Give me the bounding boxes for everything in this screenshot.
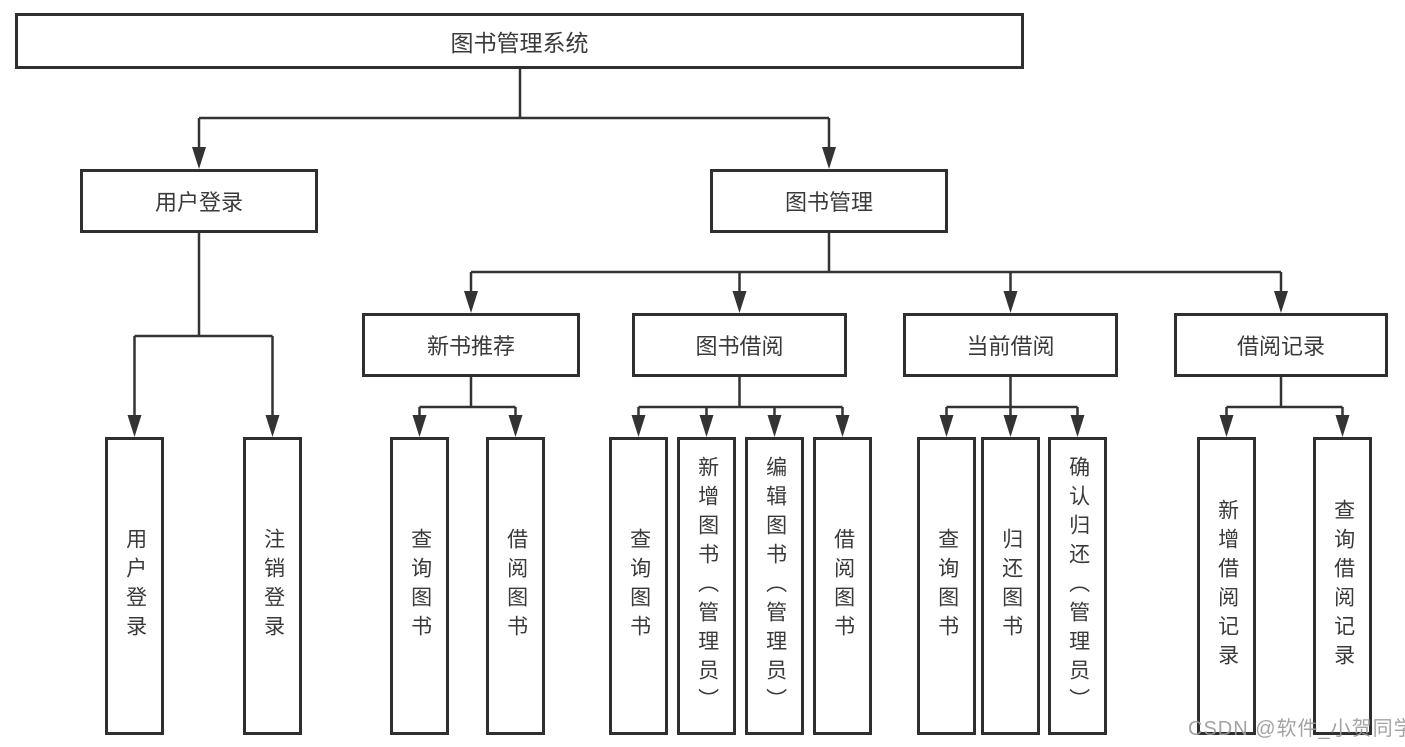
node-borrow-records-label: 借阅记录	[1236, 334, 1325, 359]
connector-user-login-children	[133, 233, 274, 418]
node-leaf-borrow-books-recommend-label: 借阅图书	[504, 528, 528, 644]
watermark: CSDN @软件_小贺同学	[1188, 718, 1405, 740]
node-leaf-query-books-borrowing-label: 查询图书	[627, 528, 651, 644]
node-leaf-edit-book-admin-label: 编辑图书（管理员）	[763, 455, 787, 717]
node-leaf-user-login-label: 用户登录	[123, 528, 147, 644]
node-leaf-query-books-recommend-label: 查询图书	[408, 528, 432, 644]
node-leaf-return-books: 归还图书	[981, 437, 1040, 735]
node-leaf-borrow-books: 借阅图书	[813, 437, 872, 735]
node-current-borrowing: 当前借阅	[903, 313, 1118, 377]
node-leaf-add-borrow-record: 新增借阅记录	[1197, 437, 1256, 735]
node-leaf-query-books-current-label: 查询图书	[935, 528, 959, 644]
node-book-management-label: 图书管理	[784, 190, 873, 215]
node-leaf-query-books-recommend: 查询图书	[390, 437, 449, 735]
node-root-label: 图书管理系统	[450, 30, 589, 56]
node-leaf-query-books-borrowing: 查询图书	[609, 437, 668, 735]
node-leaf-query-books-current: 查询图书	[917, 437, 976, 735]
node-new-book-recommend: 新书推荐	[362, 313, 580, 377]
connector-book-borrowing-children	[637, 377, 844, 418]
node-leaf-confirm-return-admin: 确认归还（管理员）	[1048, 437, 1107, 735]
node-user-login: 用户登录	[80, 169, 318, 233]
connector-borrow-records-children	[1225, 377, 1344, 418]
connector-root-to-level2	[197, 69, 831, 150]
node-leaf-confirm-return-admin-label: 确认归还（管理员）	[1066, 455, 1090, 717]
node-leaf-borrow-books-recommend: 借阅图书	[486, 437, 545, 735]
node-root: 图书管理系统	[15, 13, 1024, 69]
node-leaf-logout: 注销登录	[243, 437, 302, 735]
node-leaf-query-borrow-record: 查询借阅记录	[1313, 437, 1372, 735]
node-borrow-records: 借阅记录	[1174, 313, 1388, 377]
node-leaf-query-borrow-record-label: 查询借阅记录	[1331, 499, 1355, 673]
node-leaf-add-borrow-record-label: 新增借阅记录	[1215, 499, 1239, 673]
connector-current-borrowing-children	[945, 377, 1079, 418]
node-book-management: 图书管理	[710, 169, 948, 233]
node-leaf-logout-label: 注销登录	[261, 528, 285, 644]
node-leaf-user-login: 用户登录	[105, 437, 164, 735]
node-leaf-borrow-books-label: 借阅图书	[831, 528, 855, 644]
node-new-book-recommend-label: 新书推荐	[426, 334, 515, 359]
node-current-borrowing-label: 当前借阅	[966, 334, 1055, 359]
node-leaf-add-book-admin: 新增图书（管理员）	[677, 437, 736, 735]
node-leaf-add-book-admin-label: 新增图书（管理员）	[695, 455, 719, 717]
node-book-borrowing-label: 图书借阅	[695, 334, 784, 359]
node-user-login-label: 用户登录	[154, 190, 243, 215]
connector-book-management-children	[469, 233, 1283, 294]
node-book-borrowing: 图书借阅	[632, 313, 847, 377]
node-leaf-return-books-label: 归还图书	[999, 528, 1023, 644]
connector-new-book-children	[418, 377, 517, 418]
node-leaf-edit-book-admin: 编辑图书（管理员）	[745, 437, 804, 735]
